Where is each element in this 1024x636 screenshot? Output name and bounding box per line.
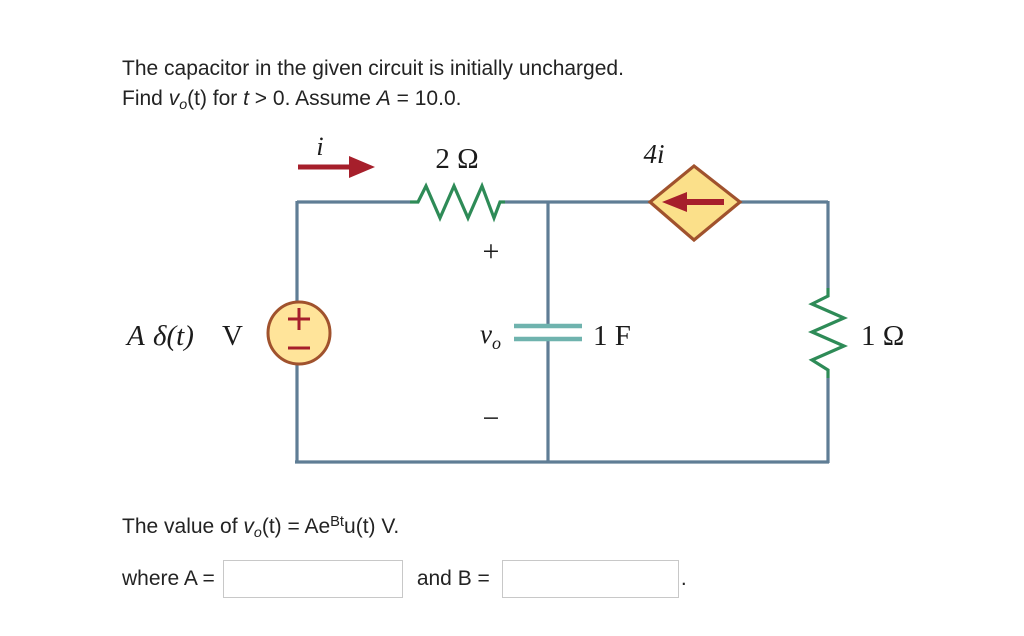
resistor-2ohm-symbol: [410, 181, 505, 223]
answer-input-b[interactable]: [501, 560, 679, 598]
problem-line-1: The capacitor in the given circuit is in…: [122, 57, 624, 80]
resistor-1ohm-symbol: [808, 288, 848, 378]
shunt-resistor-label: 1 Ω: [861, 320, 904, 352]
answer-inputs-row: where A = and B = .: [122, 557, 922, 601]
output-voltage-symbol: v: [168, 87, 180, 110]
voltage-source-symbol: [266, 300, 332, 366]
capacitor-value-label: 1 F: [593, 320, 631, 352]
answer-prefix: The value of: [122, 515, 244, 538]
answer-input-a[interactable]: [222, 560, 403, 598]
capacitor-minus-label: −: [483, 402, 500, 435]
output-voltage-label-subscript: o: [492, 333, 501, 353]
time-symbol: t: [243, 87, 249, 110]
answer-section: The value of vo(t) = AeBtu(t) V. where A…: [122, 505, 922, 601]
capacitor-plus-label: +: [483, 235, 500, 268]
answer-tail: u(t) V.: [344, 515, 400, 538]
amplitude-symbol: A: [376, 87, 391, 110]
current-arrow-head: [349, 156, 375, 178]
answer-expression-line: The value of vo(t) = AeBtu(t) V.: [122, 505, 922, 551]
source-label-delta: δ(t): [153, 320, 194, 352]
answer-equation: (t) = Ae: [261, 515, 331, 538]
output-voltage-label: vo: [480, 319, 501, 353]
answer-label-b: and B =: [416, 567, 490, 590]
output-voltage-label-symbol: v: [480, 319, 492, 349]
answer-exponent: Bt: [330, 514, 345, 530]
answer-period: .: [680, 567, 687, 590]
source-label-amplitude: A: [125, 320, 145, 352]
dependent-source-label: 4i: [643, 139, 664, 169]
current-label: i: [316, 132, 323, 161]
source-label-unit: V: [222, 320, 243, 352]
problem-line-2-cond: > 0. Assume: [248, 87, 377, 110]
problem-line-2-tail: = 10.0.: [390, 87, 462, 110]
dependent-source-arrow-head: [662, 192, 687, 212]
problem-statement: The capacitor in the given circuit is in…: [122, 54, 882, 116]
problem-line-2-lead: Find: [122, 87, 169, 110]
problem-line-2-mid: (t) for: [187, 87, 244, 110]
answer-v-symbol: v: [243, 515, 254, 538]
series-resistor-label: 2 Ω: [435, 143, 478, 175]
problem-line-2: Find vo(t) for t > 0. Assume A = 10.0.: [122, 84, 882, 116]
output-voltage-subscript: o: [179, 97, 188, 113]
dependent-current-source-symbol: [647, 163, 743, 243]
answer-label-a: where A =: [122, 567, 215, 590]
answer-v-subscript: o: [253, 525, 262, 541]
